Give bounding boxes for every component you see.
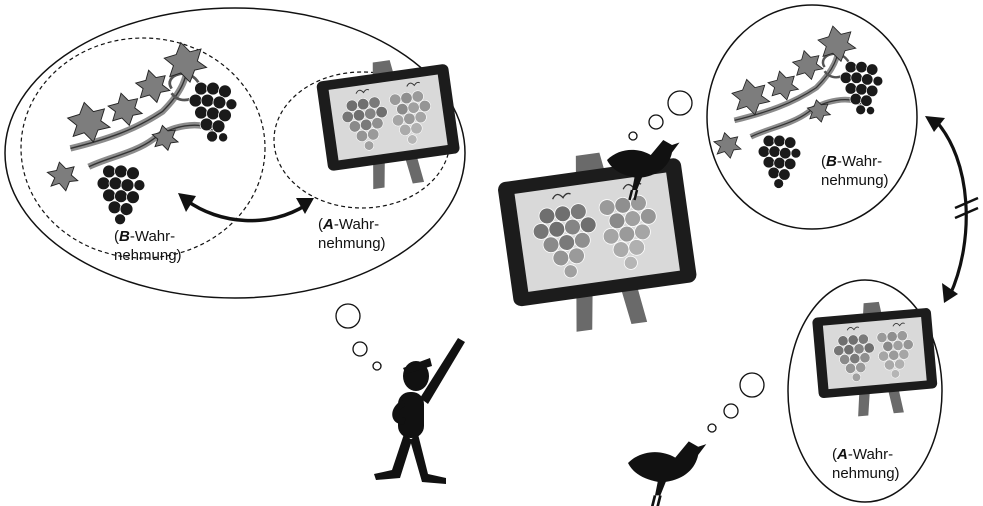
b-perception-region: [20, 37, 266, 259]
left-a-label-line2: nehmung): [318, 235, 386, 252]
left-b-label-line2: nehmung): [114, 247, 182, 264]
human-icon: [374, 338, 465, 484]
central-painting: [494, 140, 703, 341]
bird-thought-dots-top: [628, 90, 693, 141]
bird-thought-dots-bottom: [707, 372, 765, 433]
right-a-label-line1: (A-Wahr-: [832, 446, 893, 463]
bird-icon: [626, 440, 708, 506]
blocked-arrow-icon: [925, 116, 979, 303]
left-thought-bubble: (B-Wahr- nehmung) (A-Wahr- nehmung): [4, 7, 466, 299]
right-b-label-line1: (B-Wahr-: [821, 153, 882, 170]
left-b-label-line1: (B-Wahr-: [114, 228, 175, 245]
painting-icon: [494, 140, 703, 341]
right-top-bubble: (B-Wahr- nehmung): [706, 4, 918, 230]
right-bottom-bubble: (A-Wahr- nehmung): [787, 279, 943, 503]
right-b-label-line2: nehmung): [821, 172, 889, 189]
right-a-label-line2: nehmung): [832, 465, 900, 482]
left-a-label-line1: (A-Wahr-: [318, 216, 379, 233]
double-arrow-icon: [178, 193, 314, 223]
human-thought-dots: [335, 303, 382, 371]
